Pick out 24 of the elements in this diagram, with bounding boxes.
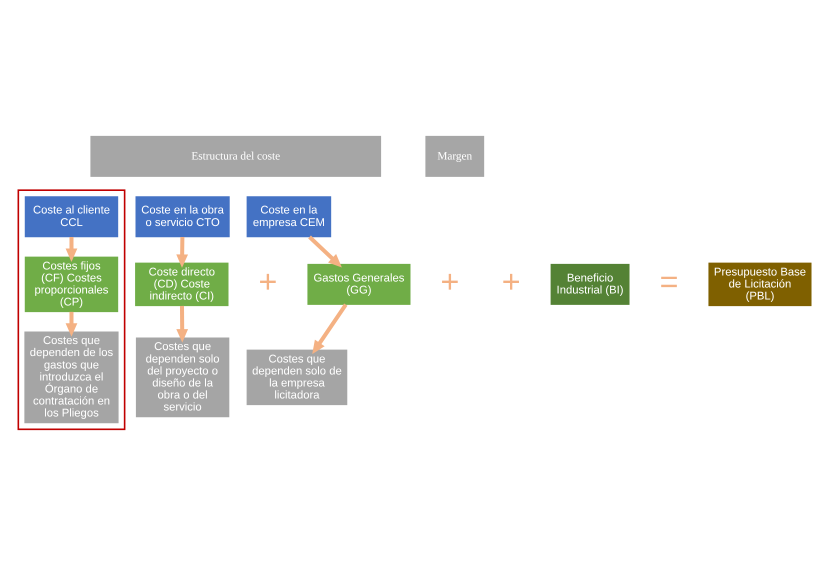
- node-box: Estructura del coste: [90, 135, 382, 176]
- node-box: Coste en la empresa CEM: [246, 196, 332, 237]
- node-box: Costes fijos (CF) Costes proporcionales (CP): [24, 256, 118, 312]
- label: =: [660, 262, 678, 299]
- node-box: Coste al cliente CCL: [24, 196, 118, 237]
- node-box: Coste directo (CD) Coste indirecto (CI): [135, 262, 228, 306]
- label: +: [502, 262, 521, 299]
- arrow: [176, 305, 188, 342]
- node-box: Costes que dependen solo del proyecto o diseño de la obra o del servicio: [136, 337, 230, 417]
- arrow: [176, 236, 188, 268]
- arrow: [66, 236, 78, 262]
- cluster: [18, 188, 126, 430]
- node-box: Costes que dependen de los gastos que introduzca el Órgano de contratación en los Pliegos: [24, 331, 119, 423]
- node-box: Coste en la obra o servicio CTO: [136, 196, 230, 237]
- node-box: Gastos Generales (GG): [307, 263, 410, 304]
- node-box: Margen: [425, 135, 484, 176]
- node-box: Presupuesto Base de Licitación (PBL): [708, 262, 812, 306]
- arrow: [312, 302, 348, 354]
- arrow: [66, 311, 78, 336]
- label: +: [440, 262, 460, 299]
- node-box: Costes que dependen solo de la empresa licitadora: [246, 349, 348, 405]
- node-box: Beneficio Industrial (BI): [550, 263, 630, 304]
- arrow: [308, 235, 342, 267]
- label: +: [258, 262, 278, 299]
